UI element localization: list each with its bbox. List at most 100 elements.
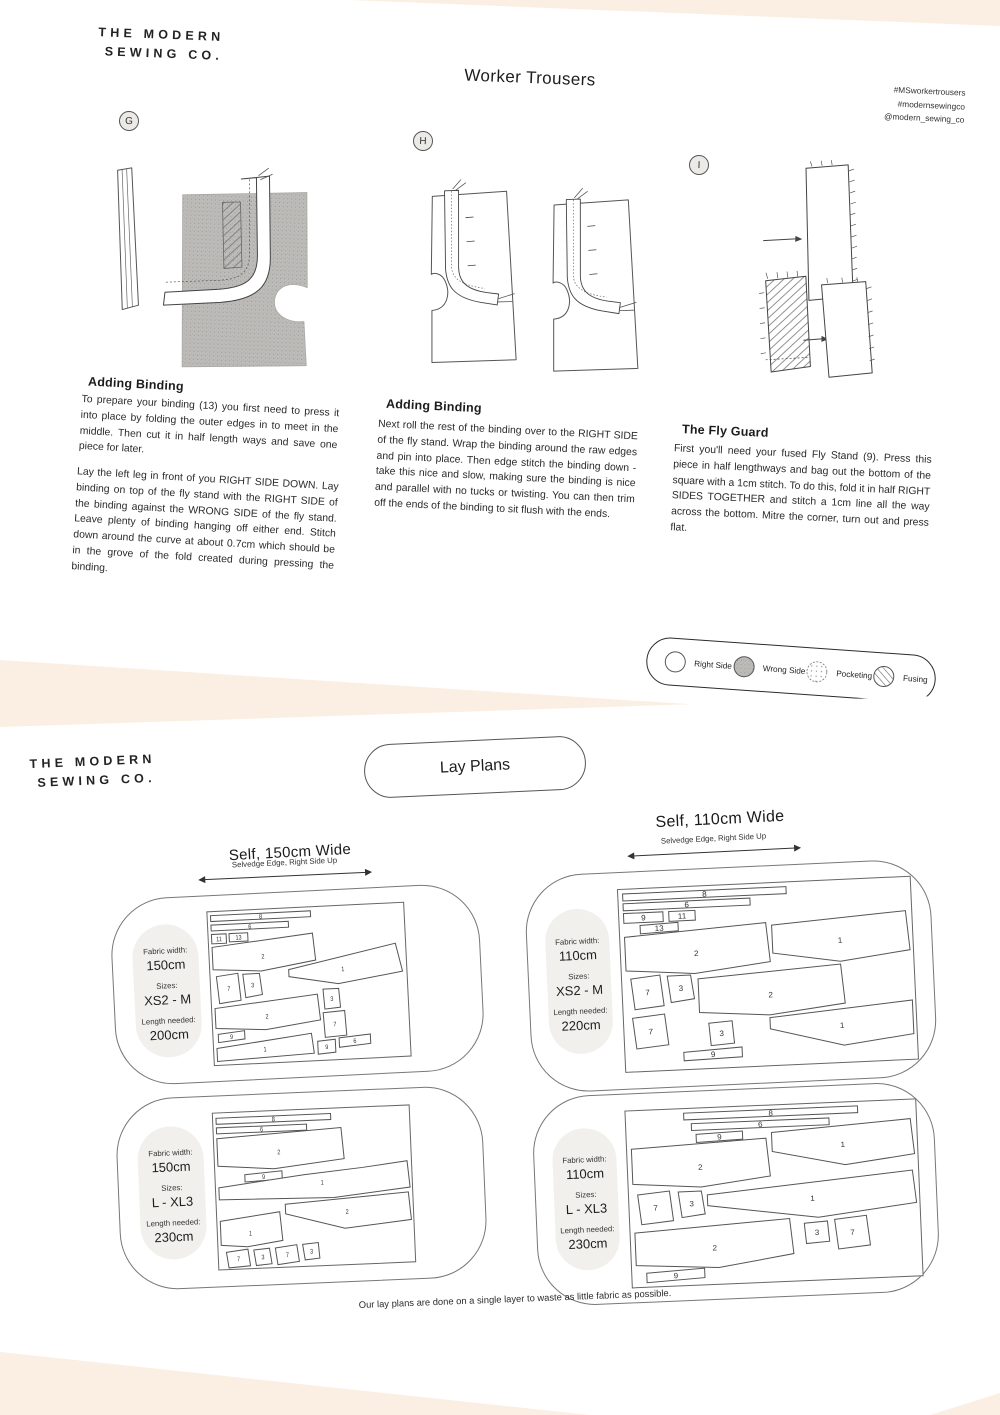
sizes-label: Sizes: [568, 971, 590, 982]
sizes-value: L - XL3 [565, 1199, 608, 1217]
svg-text:3: 3 [678, 984, 683, 993]
svg-text:7: 7 [286, 1251, 290, 1259]
fabric-width-value: 110cm [558, 947, 598, 964]
legend-label: Pocketing [835, 668, 873, 681]
svg-text:1: 1 [810, 1194, 815, 1203]
sizes-value: XS2 - M [555, 981, 604, 999]
step-heading-g: Adding Binding [87, 374, 185, 394]
layplan-label-pill: Fabric width: 110cm Sizes: L - XL3 Lengt… [551, 1127, 622, 1272]
step-paragraph: To prepare your binding (13) you first n… [78, 393, 340, 456]
svg-text:2: 2 [698, 1163, 703, 1172]
brand-logo: THE MODERN SEWING CO. [29, 749, 180, 794]
svg-text:9: 9 [673, 1271, 678, 1280]
svg-text:1: 1 [321, 1179, 325, 1187]
leg-wrong-side-shape [181, 192, 308, 368]
social-handles: #MSworkertrousers #modernsewingco @moder… [842, 81, 966, 127]
legend-item-wrong-side: Wrong Side [731, 654, 806, 683]
svg-text:9: 9 [230, 1035, 234, 1042]
wrong-side-swatch-icon [733, 656, 755, 678]
length-label: Length needed: [146, 1217, 201, 1229]
step-badge-h: H [412, 130, 434, 152]
lay-plans-title-pill: Lay Plans [362, 734, 588, 800]
selvedge-arrow-150: Selvedge Edge, Right Side Up [197, 854, 373, 891]
fabric-width-label: Fabric width: [554, 935, 600, 947]
double-arrow-icon [627, 844, 802, 860]
fabric-width-value: 110cm [565, 1165, 605, 1182]
step-paragraph: Next roll the rest of the binding over t… [373, 418, 639, 521]
svg-text:2: 2 [277, 1149, 281, 1157]
svg-text:7: 7 [850, 1228, 855, 1237]
fusing-swatch-icon [873, 666, 895, 688]
fabric-width-label: Fabric width: [142, 945, 188, 957]
svg-text:2: 2 [768, 990, 773, 999]
step-badge-i: I [688, 154, 710, 176]
diagram-binding-preparation [117, 167, 308, 368]
sizes-value: L - XL3 [151, 1193, 194, 1211]
svg-text:7: 7 [333, 1022, 337, 1029]
step-paragraph: First you'll need your fused Fly Stand (… [670, 443, 932, 534]
length-value: 230cm [568, 1234, 608, 1252]
svg-text:6: 6 [353, 1039, 357, 1046]
sizes-label: Sizes: [156, 980, 178, 991]
svg-text:7: 7 [648, 1027, 653, 1036]
svg-text:6: 6 [684, 900, 689, 909]
svg-text:7: 7 [227, 986, 231, 993]
step-paragraph: Lay the left leg in front of you RIGHT S… [71, 466, 339, 575]
svg-text:1: 1 [840, 1140, 845, 1149]
layplan-label-pill: Fabric width: 150cm Sizes: L - XL3 Lengt… [136, 1125, 208, 1261]
sizes-label: Sizes: [575, 1189, 597, 1200]
length-label: Length needed: [553, 1005, 608, 1018]
double-arrow-icon [198, 868, 373, 884]
legend-label: Wrong Side [762, 663, 806, 676]
svg-text:7: 7 [645, 988, 650, 997]
svg-text:9: 9 [711, 1050, 716, 1059]
legend-item-fusing: Fusing [871, 664, 928, 692]
fabric-legend: Right Side Wrong Side Pocketing Fusing [644, 635, 938, 705]
layplan-card-110-xs2-m: Fabric width: 110cm Sizes: XS2 - M Lengt… [523, 857, 939, 1095]
legend-label: Right Side [693, 658, 733, 671]
step-badge-g: G [118, 110, 140, 132]
right-side-swatch-icon [664, 651, 686, 673]
layplan-label-pill: Fabric width: 110cm Sizes: XS2 - M Lengt… [543, 907, 615, 1056]
legend-item-right-side: Right Side [662, 649, 732, 678]
svg-text:6: 6 [758, 1120, 764, 1129]
fabric-width-value: 150cm [151, 1158, 191, 1176]
svg-text:7: 7 [237, 1256, 241, 1264]
legend-label: Fusing [902, 673, 928, 685]
binding-strip-shape [162, 175, 271, 306]
svg-text:3: 3 [261, 1254, 265, 1262]
svg-text:9: 9 [717, 1133, 722, 1142]
diagram-binding-wrapped [430, 179, 639, 372]
svg-text:2: 2 [261, 954, 265, 961]
svg-text:2: 2 [265, 1014, 269, 1021]
svg-text:3: 3 [689, 1199, 695, 1208]
fly-guard-fusing-shape [765, 275, 811, 373]
svg-text:1: 1 [263, 1047, 267, 1054]
svg-text:3: 3 [251, 983, 255, 990]
sizes-value: XS2 - M [143, 991, 192, 1009]
svg-text:8: 8 [768, 1109, 774, 1118]
layplan-card-150-xs2-m: Fabric width: 150cm Sizes: XS2 - M Lengt… [108, 882, 487, 1087]
svg-text:1: 1 [341, 967, 345, 974]
svg-text:13: 13 [654, 924, 664, 933]
diagram-fly-guard [759, 160, 875, 378]
svg-text:6: 6 [248, 924, 252, 931]
svg-text:1: 1 [249, 1230, 253, 1238]
brand-logo: THE MODERN SEWING CO. [97, 23, 248, 67]
layplan-label-pill: Fabric width: 150cm Sizes: XS2 - M Lengt… [130, 922, 204, 1059]
svg-text:2: 2 [346, 1208, 350, 1216]
svg-text:3: 3 [310, 1248, 314, 1256]
svg-text:9: 9 [325, 1045, 329, 1052]
length-value: 220cm [561, 1016, 601, 1034]
svg-text:11: 11 [216, 937, 223, 944]
svg-text:3: 3 [719, 1029, 724, 1038]
step-heading-h: Adding Binding [385, 396, 483, 416]
length-label: Length needed: [560, 1223, 615, 1235]
